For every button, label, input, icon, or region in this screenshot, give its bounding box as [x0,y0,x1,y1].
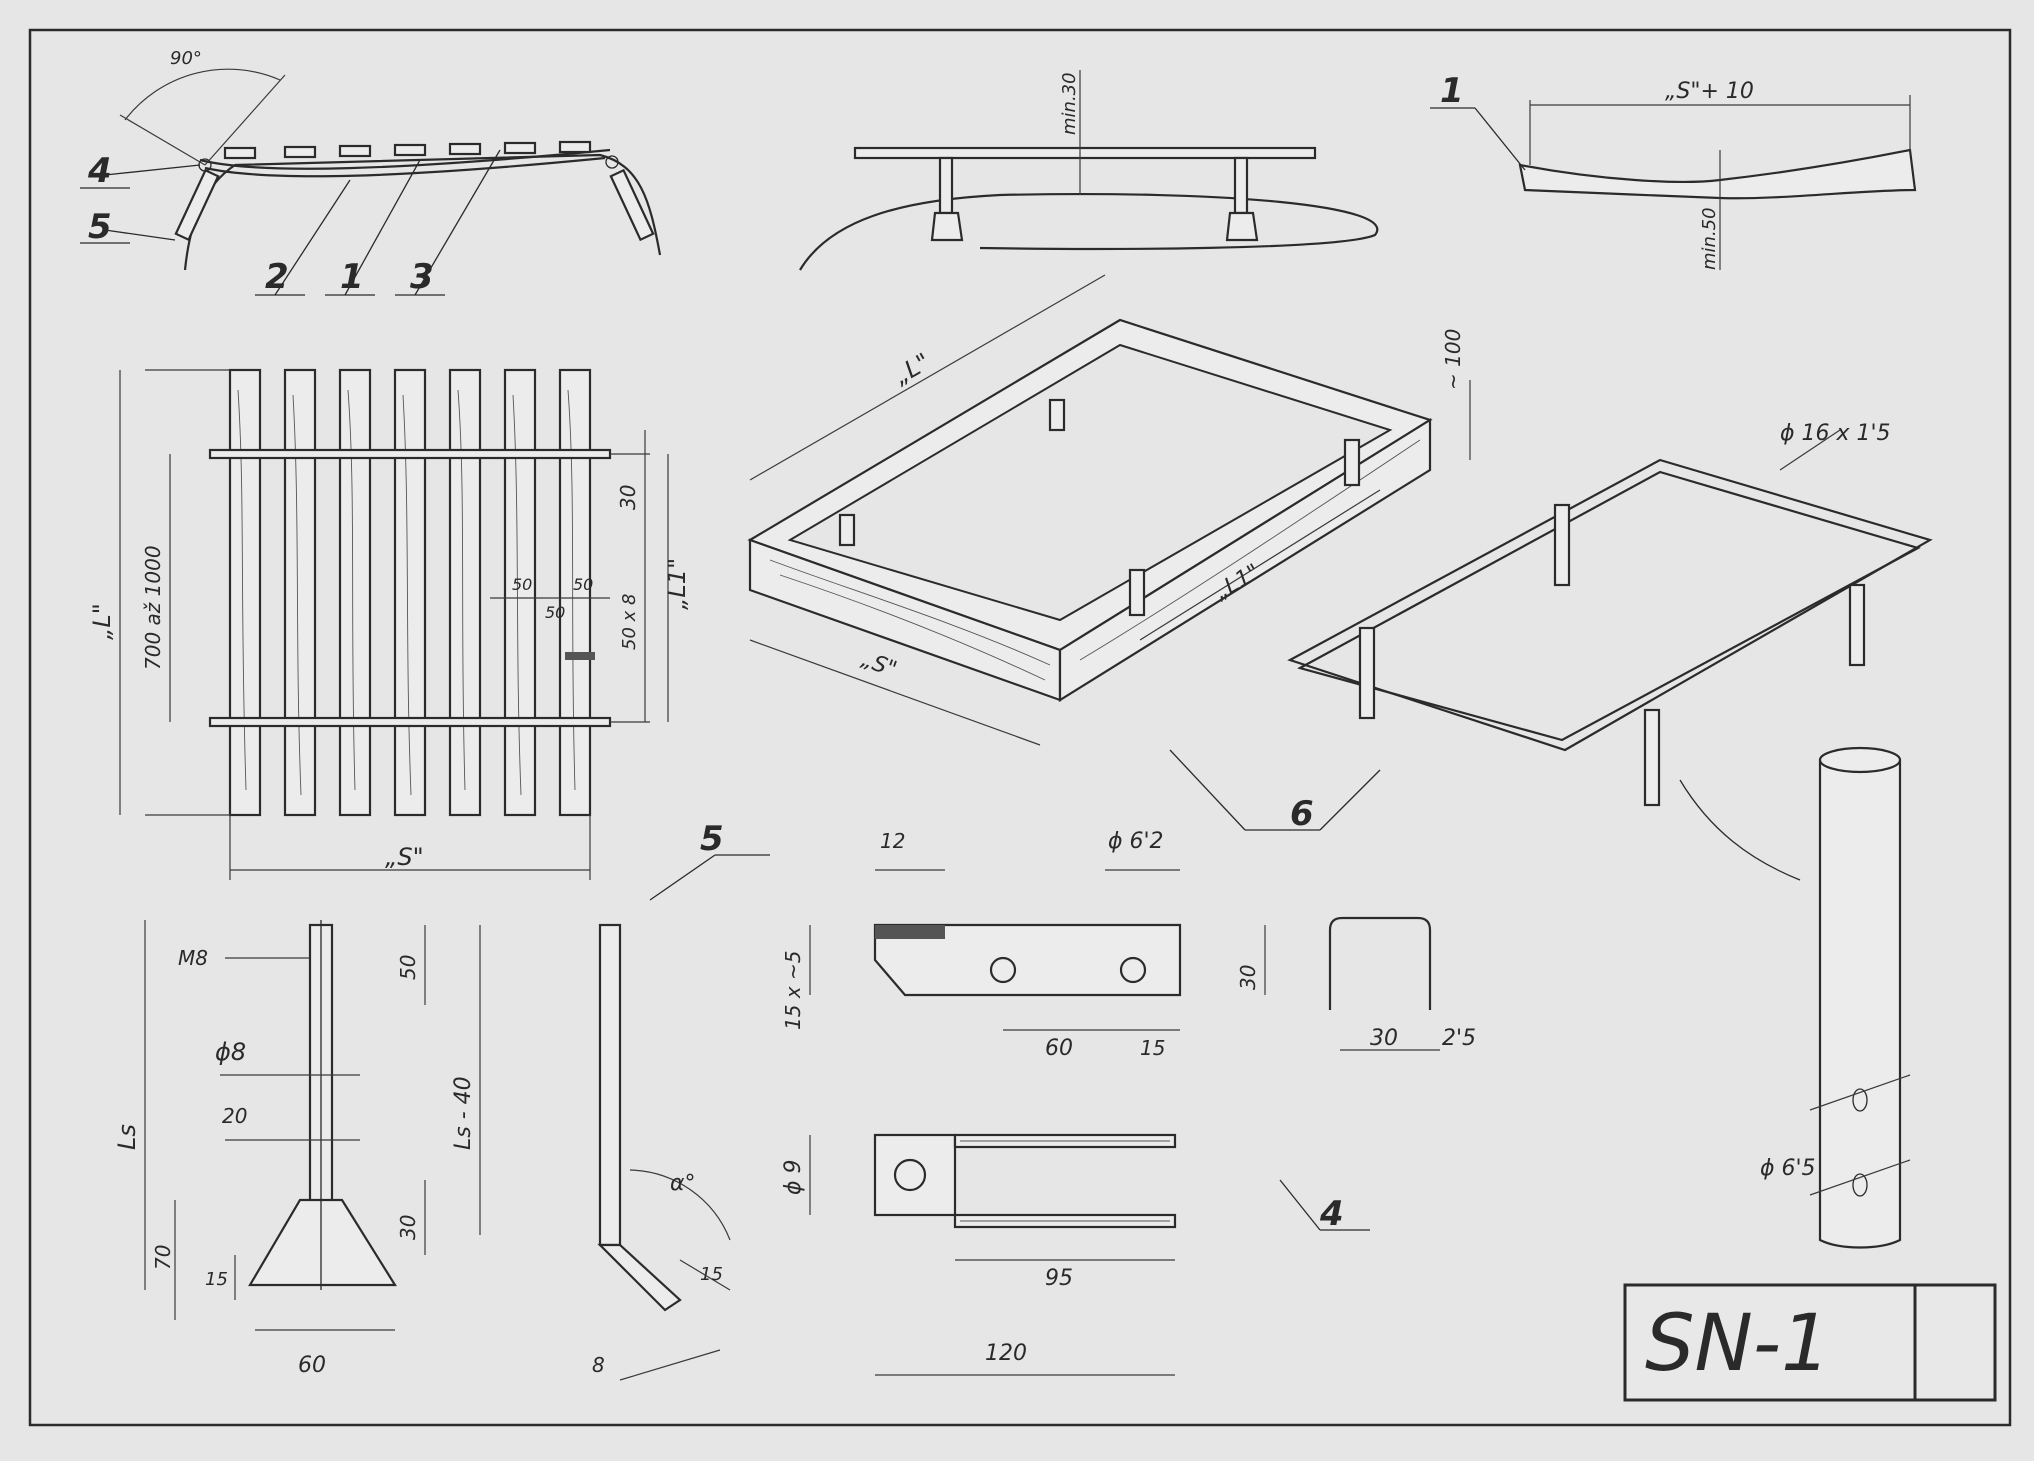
dim-M8: M8 [178,946,208,970]
dim-30-leg: 30 [396,1215,420,1240]
slat-grid-plan: „L" 700 až 1000 30 „L1" 50 50 50 50 x 8 … [88,368,691,880]
dim-phi-9: ϕ 9 [781,1159,806,1195]
title-block: SN-1 [1623,1283,1997,1402]
dim-15-plate: 15 [1140,1036,1165,1060]
dim-approx-100: ~ 100 [1441,329,1465,390]
dim-8: 8 [592,1353,605,1377]
part-2-label: 2 [265,257,289,297]
dim-60-plate: 60 [1045,1036,1073,1061]
angle-90-label: 90° [170,48,202,69]
dim-15x-approx: 15 x ~5 [781,951,805,1030]
dim-700-1000: 700 až 1000 [141,545,165,670]
dim-60-leg: 60 [298,1353,326,1378]
u-bracket: 30 2'5 4 [1279,916,1476,1234]
dim-phi-65: ϕ 6'5 [1760,1156,1816,1181]
dim-70: 70 [151,1245,175,1270]
part-5-label-bottom: 5 [700,819,724,859]
dim-phi-16x15: ϕ 16 x 1'5 [1780,421,1891,446]
part-5-label: 5 [88,207,112,247]
dim-120: 120 [985,1341,1027,1366]
part-1-label-top: 1 [340,257,364,297]
dim-Ls-minus-40: Ls - 40 [451,1076,476,1150]
dim-L-grid: „L" [88,603,116,640]
dim-95: 95 [1045,1266,1073,1291]
mount-side-view: min.30 [799,70,1379,271]
dim-15-leg: 15 [205,1269,228,1290]
dim-20: 20 [222,1104,247,1128]
sheet-code: SN-1 [1645,1299,1831,1389]
dim-L1-grid: „L1" [663,558,691,610]
dim-50b: 50 [545,603,565,622]
dim-min30: min.30 [1059,72,1080,135]
seat-profile: „S"+ 10 min.50 1 [1430,71,1917,270]
dim-15-angle: 15 [700,1264,723,1285]
sheet-border [28,28,2012,1427]
leg-detail: M8 50 ϕ8 20 30 70 15 60 Ls Ls - 40 α° 15… [113,819,770,1381]
dim-30-plate: 30 [1236,965,1260,990]
dim-30-bracket: 30 [1370,1026,1398,1051]
frame-isometric: „L" „L1" „S" ~ 100 6 [747,274,1471,834]
dim-S-plus-10: „S"+ 10 [1665,79,1754,104]
dim-50a: 50 [512,575,532,594]
dim-phi8: ϕ8 [215,1038,246,1066]
dim-25: 2'5 [1442,1026,1476,1051]
part-6-label: 6 [1290,794,1314,834]
tube-frame: ϕ 16 x 1'5 ϕ 6'5 [1287,421,1933,1249]
dim-12: 12 [880,829,905,853]
seat-side-view: 90° 4 5 2 1 3 [80,48,662,297]
dim-phi-62: ϕ 6'2 [1108,829,1164,854]
dim-50c: 50 [573,575,593,594]
plate-bracket: 12 ϕ 6'2 60 15 30 15 x ~5 ϕ 9 95 120 [781,829,1266,1376]
part-3-label: 3 [410,257,434,297]
dim-50x8: 50 x 8 [619,594,640,650]
dim-S-grid: „S" [385,843,424,871]
part-4-label: 4 [87,151,112,191]
dim-30-grid: 30 [616,485,640,510]
dim-Ls: Ls [113,1124,141,1150]
dim-alpha: α° [670,1171,696,1196]
part-1-label-right: 1 [1440,71,1464,111]
dim-min50: min.50 [1699,207,1720,270]
part-4-label-bottom: 4 [1319,1194,1344,1234]
dim-50-leg: 50 [396,955,420,980]
